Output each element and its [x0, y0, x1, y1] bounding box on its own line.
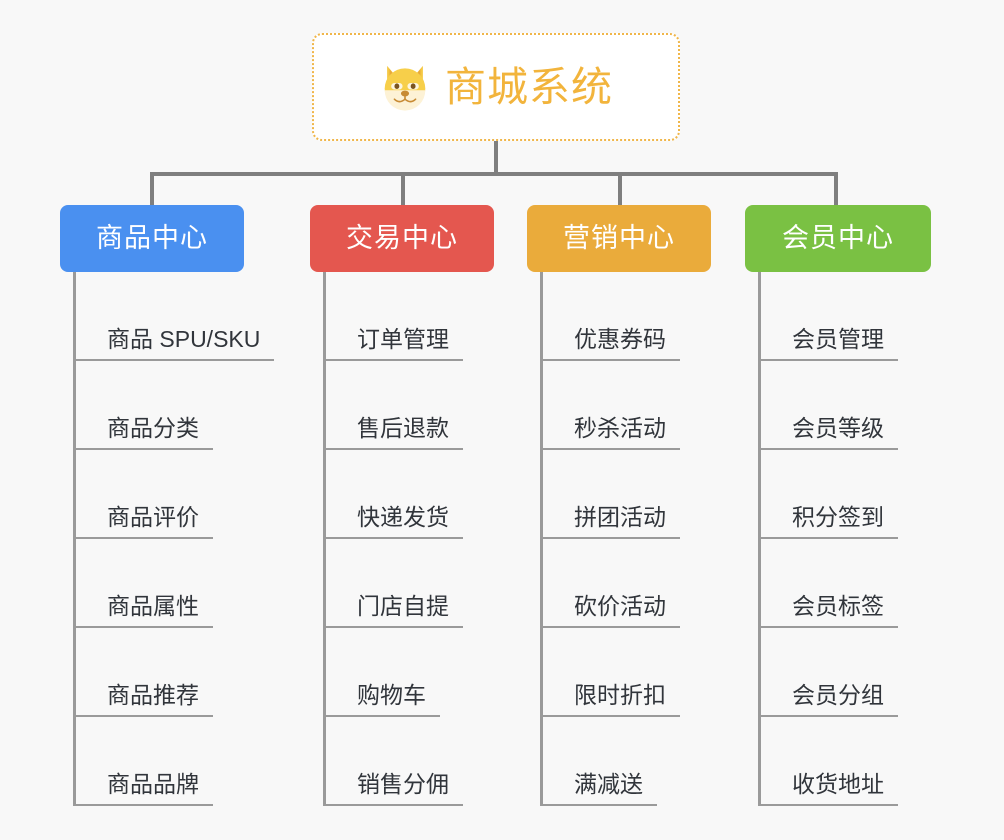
list-item[interactable]: 商品分类	[76, 361, 274, 450]
connector-drop-member-center	[834, 172, 838, 206]
list-item[interactable]: 积分签到	[761, 450, 898, 539]
list-item-label: 优惠券码	[574, 326, 666, 352]
list-item-label: 会员分组	[792, 682, 884, 708]
list-item-label: 秒杀活动	[574, 415, 666, 441]
list-item[interactable]: 订单管理	[326, 272, 463, 361]
list-item[interactable]: 拼团活动	[543, 450, 680, 539]
list-item[interactable]: 商品 SPU/SKU	[76, 272, 275, 361]
list-item-label: 砍价活动	[574, 593, 666, 619]
connector-drop-marketing-center	[618, 172, 622, 206]
list-item[interactable]: 秒杀活动	[543, 361, 680, 450]
root-title: 商城系统	[445, 63, 613, 110]
category-label: 会员中心	[782, 223, 894, 253]
list-item[interactable]: 限时折扣	[543, 628, 680, 717]
list-item-label: 会员管理	[792, 326, 884, 352]
category-header-product-center[interactable]: 商品中心	[60, 205, 244, 272]
connector-horizontal-bus	[150, 172, 838, 176]
list-item[interactable]: 商品属性	[76, 539, 274, 628]
list-item-label: 满减送	[574, 771, 643, 797]
connector-root-stub	[494, 141, 498, 175]
list-item[interactable]: 门店自提	[326, 539, 463, 628]
list-item-label: 门店自提	[357, 593, 449, 619]
category-label: 商品中心	[96, 223, 208, 253]
list-item-label: 商品属性	[107, 593, 199, 619]
list-item-label: 商品分类	[107, 415, 199, 441]
list-item-label: 积分签到	[792, 504, 884, 530]
list-item[interactable]: 售后退款	[326, 361, 463, 450]
list-item[interactable]: 优惠券码	[543, 272, 680, 361]
list-item[interactable]: 商品评价	[76, 450, 274, 539]
list-item-label: 会员等级	[792, 415, 884, 441]
category-header-trade-center[interactable]: 交易中心	[310, 205, 494, 272]
sublist-marketing-center: 优惠券码 秒杀活动 拼团活动 砍价活动 限时折扣 满减送	[540, 272, 680, 806]
list-item[interactable]: 收货地址	[761, 717, 898, 806]
list-item[interactable]: 砍价活动	[543, 539, 680, 628]
list-item-label: 快递发货	[357, 504, 449, 530]
category-header-marketing-center[interactable]: 营销中心	[527, 205, 711, 272]
list-item[interactable]: 满减送	[543, 717, 680, 806]
list-item[interactable]: 会员标签	[761, 539, 898, 628]
list-item-label: 售后退款	[357, 415, 449, 441]
list-item[interactable]: 销售分佣	[326, 717, 463, 806]
category-label: 交易中心	[346, 223, 458, 253]
list-item-label: 购物车	[357, 682, 426, 708]
category-label: 营销中心	[563, 223, 675, 253]
root-node-shopping-mall-system[interactable]: 商城系统	[312, 33, 680, 141]
list-item[interactable]: 会员等级	[761, 361, 898, 450]
dog-face-icon	[379, 61, 431, 113]
connector-drop-trade-center	[401, 172, 405, 206]
list-item[interactable]: 会员分组	[761, 628, 898, 717]
list-item[interactable]: 商品品牌	[76, 717, 274, 806]
list-item[interactable]: 会员管理	[761, 272, 898, 361]
list-item-label: 限时折扣	[574, 682, 666, 708]
sublist-member-center: 会员管理 会员等级 积分签到 会员标签 会员分组 收货地址	[758, 272, 898, 806]
list-item-label: 拼团活动	[574, 504, 666, 530]
list-item-label: 会员标签	[792, 593, 884, 619]
list-item-label: 收货地址	[792, 771, 884, 797]
list-item-label: 商品推荐	[107, 682, 199, 708]
list-item-label: 商品品牌	[107, 771, 199, 797]
list-item-label: 商品评价	[107, 504, 199, 530]
list-item-label: 商品 SPU/SKU	[107, 326, 261, 352]
list-item-label: 销售分佣	[357, 771, 449, 797]
sublist-product-center: 商品 SPU/SKU 商品分类 商品评价 商品属性 商品推荐 商品品牌	[73, 272, 275, 806]
list-item[interactable]: 购物车	[326, 628, 463, 717]
list-item-label: 订单管理	[357, 326, 449, 352]
sublist-trade-center: 订单管理 售后退款 快递发货 门店自提 购物车 销售分佣	[323, 272, 463, 806]
list-item[interactable]: 商品推荐	[76, 628, 274, 717]
category-header-member-center[interactable]: 会员中心	[745, 205, 931, 272]
list-item[interactable]: 快递发货	[326, 450, 463, 539]
connector-drop-product-center	[150, 172, 154, 206]
